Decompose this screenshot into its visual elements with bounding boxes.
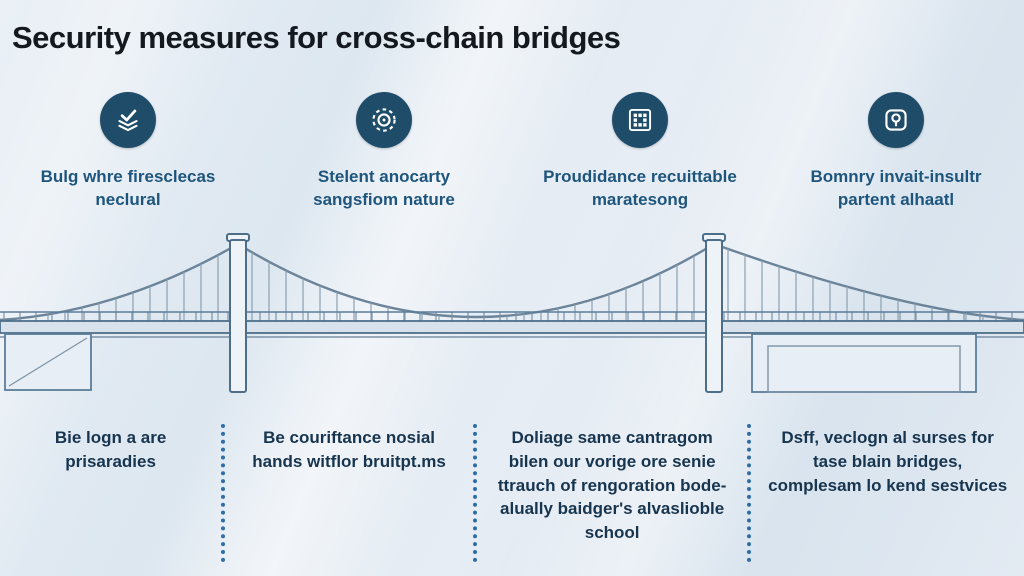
qr-code-icon xyxy=(612,92,668,148)
feature-item: Stelent anocarty sangsfiom nature xyxy=(256,92,512,212)
feature-row: Bulg whre firesclecas neclural Stelent a… xyxy=(0,92,1024,212)
suspension-bridge-illustration xyxy=(0,228,1024,406)
footnote: Bie logn a are prisaradies xyxy=(0,420,221,568)
feature-label: Stelent anocarty sangsfiom nature xyxy=(313,167,455,209)
dotted-divider xyxy=(472,424,477,562)
feature-item: Bomnry invait-insultr partent alhaatl xyxy=(768,92,1024,212)
shield-lock-icon xyxy=(868,92,924,148)
aperture-dial-icon xyxy=(356,92,412,148)
footnote: Doliage same cantragom bilen our vorige … xyxy=(477,420,747,568)
footnote-text: Doliage same cantragom bilen our vorige … xyxy=(497,428,727,543)
feature-item: Bulg whre firesclecas neclural xyxy=(0,92,256,212)
page-title: Security measures for cross-chain bridge… xyxy=(12,20,621,55)
dotted-divider xyxy=(221,424,226,562)
check-layers-icon xyxy=(100,92,156,148)
footnote-row: Bie logn a are prisaradies Be couriftanc… xyxy=(0,420,1024,568)
footnote-text: Dsff, veclogn al surses for tase blain b… xyxy=(768,428,1008,495)
dotted-divider xyxy=(747,424,752,562)
footnote: Be couriftance nosial hands witflor brui… xyxy=(225,420,473,568)
footnote: Dsff, veclogn al surses for tase blain b… xyxy=(751,420,1024,568)
feature-item: Proudidance recuittable maratesong xyxy=(512,92,768,212)
feature-label: Proudidance recuittable maratesong xyxy=(543,167,737,209)
footnote-text: Be couriftance nosial hands witflor brui… xyxy=(252,428,446,471)
feature-label: Bomnry invait-insultr partent alhaatl xyxy=(810,167,982,209)
feature-label: Bulg whre firesclecas neclural xyxy=(40,167,216,209)
footnote-text: Bie logn a are prisaradies xyxy=(54,428,167,471)
